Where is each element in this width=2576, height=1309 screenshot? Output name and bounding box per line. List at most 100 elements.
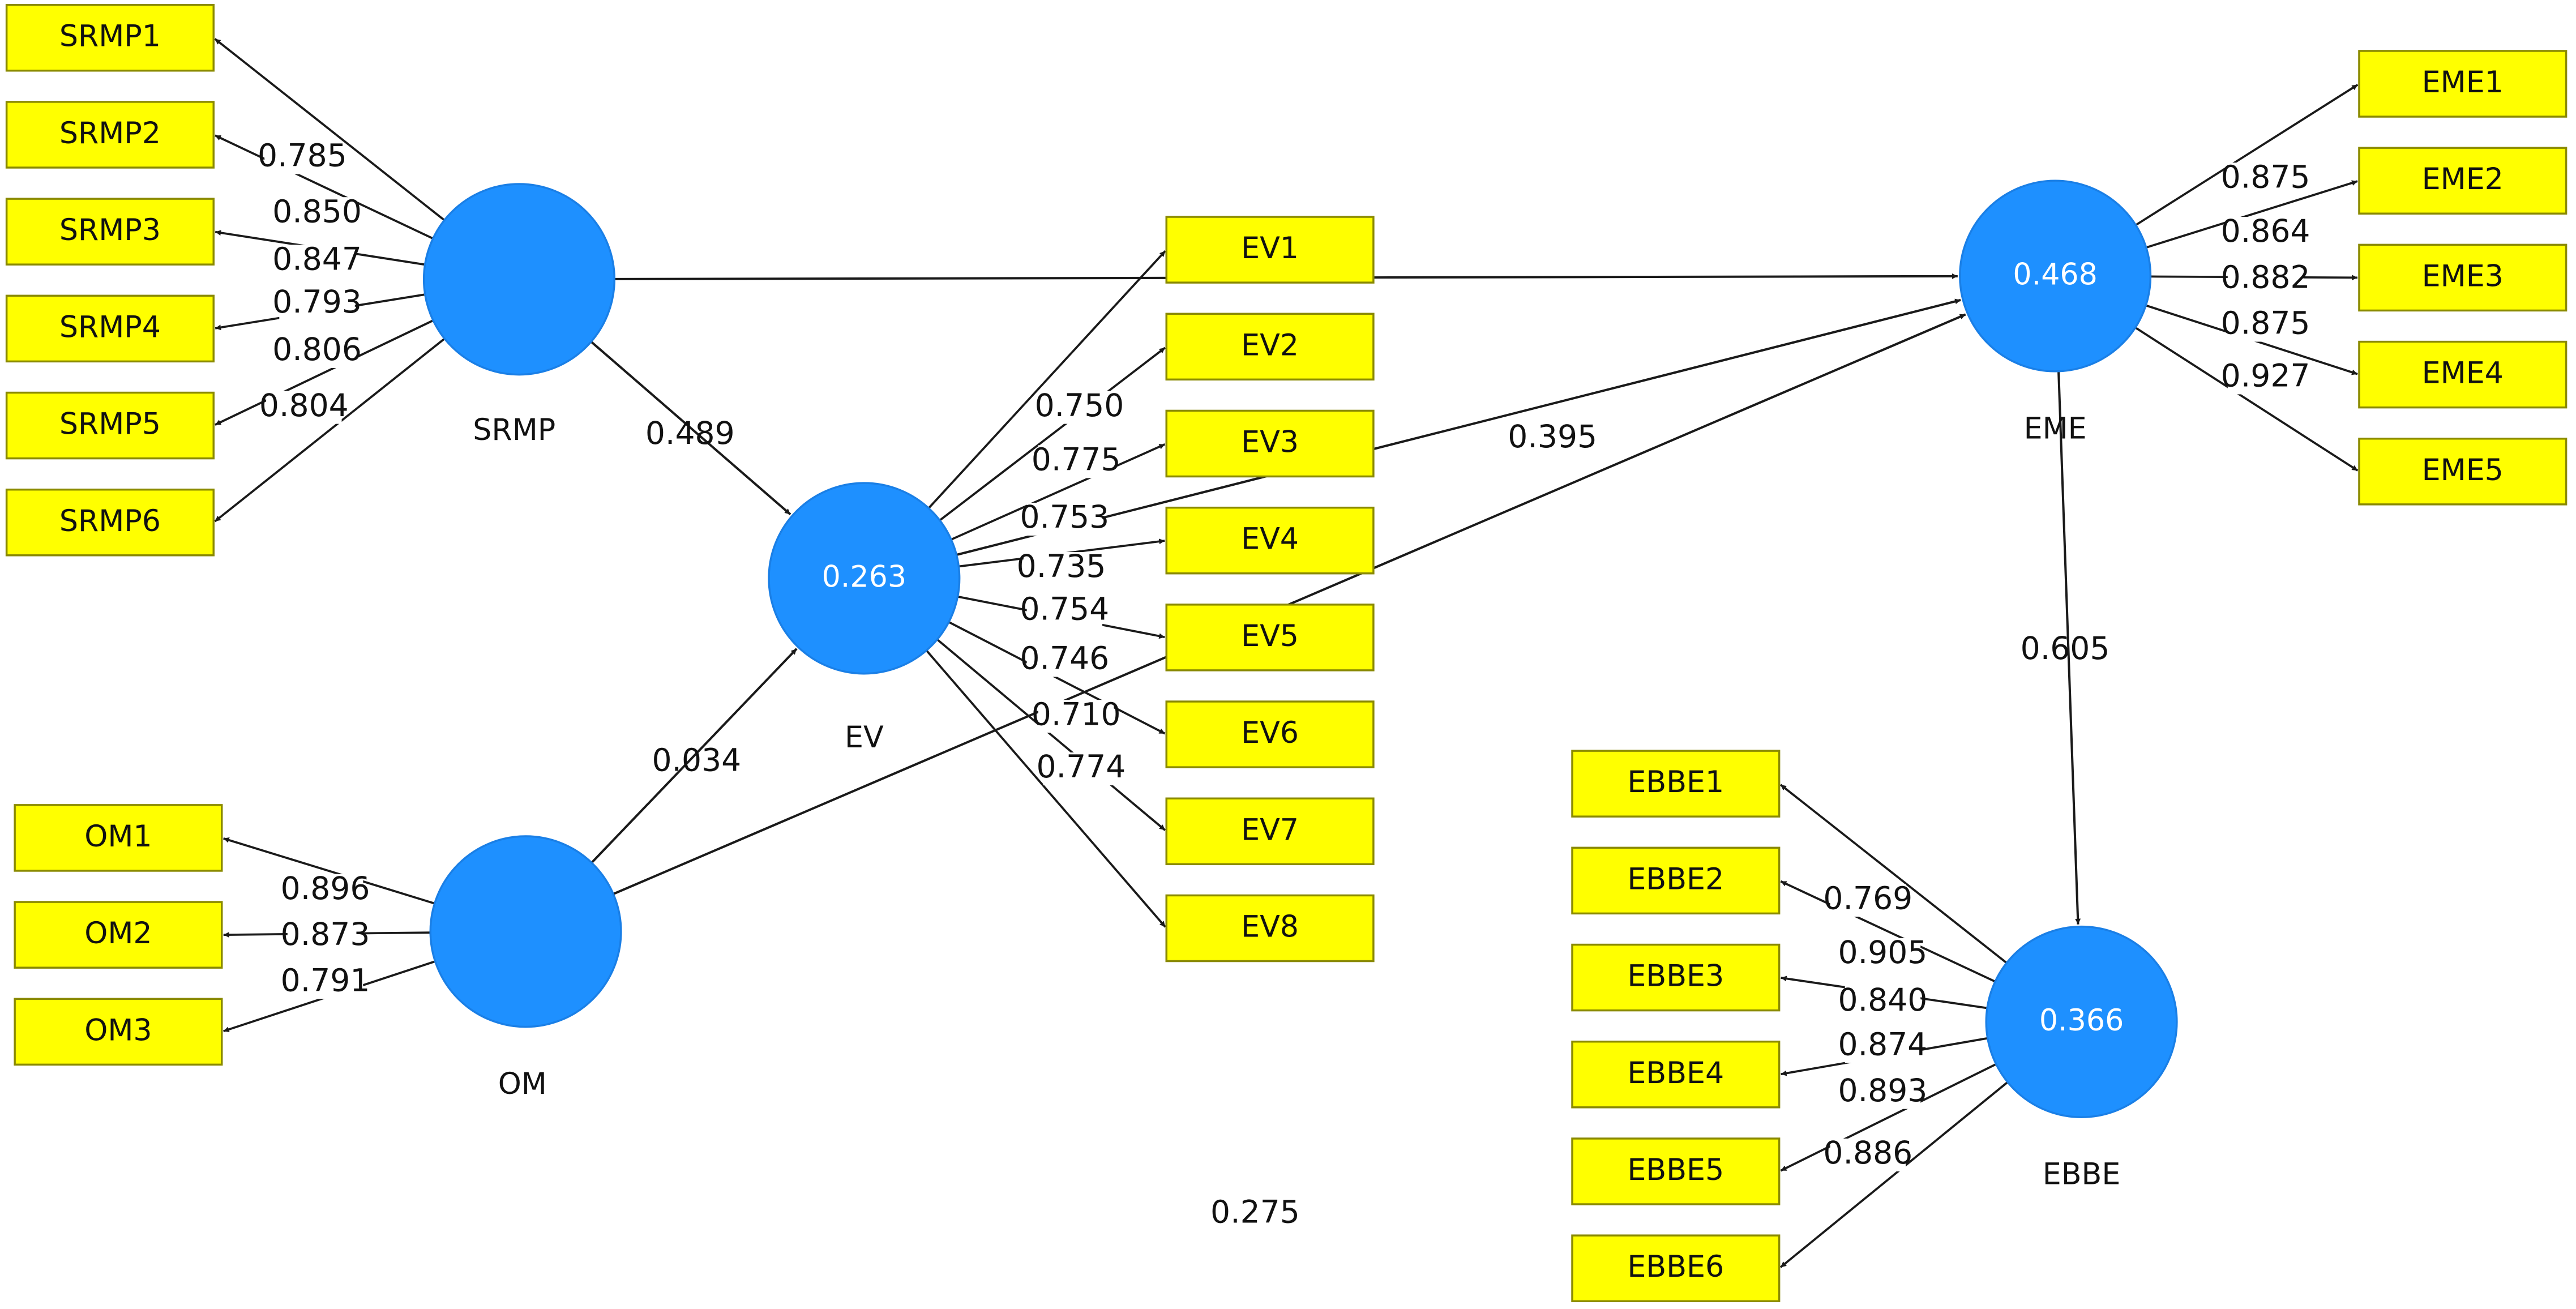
loading-value-srmp2: 0.850	[272, 194, 362, 230]
loading-value-eme5: 0.927	[2221, 358, 2310, 395]
path-srmp-to-ev	[590, 340, 791, 516]
construct-circle-ebbe[interactable]	[1985, 925, 2178, 1118]
indicator-box-srmp2[interactable]	[5, 101, 215, 169]
loading-label-bg	[279, 197, 355, 230]
loading-label-bg	[2227, 217, 2304, 250]
construct-name-ev: EV	[845, 721, 884, 755]
path-coefficient-ev-eme: 0.395	[1508, 419, 1597, 455]
construct-name-om: OM	[498, 1067, 547, 1101]
indicator-label-eme2: EME2	[2422, 162, 2504, 196]
path-om-to-ev	[590, 648, 798, 864]
loading-label-bg	[1041, 391, 1118, 424]
construct-name-eme: EME	[2024, 412, 2087, 446]
construct-name-srmp: SRMP	[473, 413, 555, 447]
loading-value-srmp6: 0.804	[259, 388, 349, 424]
construct-circle-srmp[interactable]	[422, 183, 616, 376]
indicator-box-ev2[interactable]	[1165, 313, 1375, 381]
construct-circle-ev[interactable]	[768, 482, 961, 675]
construct-r2-eme: 0.468	[2013, 258, 2098, 292]
indicator-label-eme1: EME1	[2422, 66, 2504, 100]
path-eme-to-ebbe	[2057, 371, 2081, 925]
indicator-label-ev5: EV5	[1241, 619, 1299, 653]
indicator-label-om3: OM3	[84, 1013, 152, 1047]
loading-label-bg	[2227, 162, 2304, 196]
indicator-label-ebbe2: EBBE2	[1627, 862, 1724, 896]
indicator-label-srmp6: SRMP6	[59, 504, 161, 538]
indicator-label-srmp5: SRMP5	[59, 408, 161, 442]
indicator-box-om1[interactable]	[14, 804, 223, 872]
loading-value-ebbe6: 0.886	[1823, 1135, 1912, 1171]
loading-edge-ebbe2	[1780, 880, 1996, 983]
indicator-box-om3[interactable]	[14, 998, 223, 1066]
indicator-label-ev1: EV1	[1241, 232, 1299, 266]
loading-value-srmp5: 0.806	[272, 332, 362, 368]
loading-value-ebbe1: 0.769	[1823, 880, 1912, 917]
loading-label-bg	[287, 920, 363, 953]
indicator-box-ebbe1[interactable]	[1571, 750, 1781, 818]
loading-label-bg	[279, 335, 355, 368]
loading-value-ev2: 0.750	[1035, 388, 1124, 424]
indicator-box-srmp6[interactable]	[5, 488, 215, 557]
indicator-box-eme3[interactable]	[2358, 243, 2568, 312]
loading-edge-om1	[223, 837, 435, 905]
indicator-box-ev6[interactable]	[1165, 700, 1375, 768]
loading-value-om3: 0.791	[281, 962, 370, 999]
loading-edge-srmp2	[215, 134, 434, 240]
loading-label-bg	[287, 874, 363, 907]
indicator-box-om2[interactable]	[14, 901, 223, 969]
nodes-layer: SRMP1SRMP2SRMP3SRMP4SRMP5SRMP6OM1OM2OM3E…	[5, 3, 2568, 1302]
loading-edge-eme5	[2134, 326, 2359, 472]
indicator-box-eme2[interactable]	[2358, 147, 2568, 215]
loading-label-bg	[279, 245, 355, 278]
indicator-box-ev7[interactable]	[1165, 797, 1375, 866]
construct-r2-ebbe: 0.366	[2039, 1004, 2124, 1038]
indicator-label-srmp3: SRMP3	[59, 213, 161, 247]
indicator-box-ev4[interactable]	[1165, 506, 1375, 575]
indicator-box-srmp1[interactable]	[5, 3, 215, 72]
loading-edge-ebbe5	[1780, 1063, 1997, 1172]
indicator-box-ebbe3[interactable]	[1571, 943, 1781, 1012]
loading-value-ev3: 0.775	[1032, 442, 1121, 478]
indicator-label-ebbe5: EBBE5	[1627, 1153, 1724, 1187]
indicator-label-om2: OM2	[84, 917, 152, 951]
indicator-box-ev3[interactable]	[1165, 409, 1375, 478]
loading-label-bg	[1038, 445, 1114, 478]
loading-value-ebbe4: 0.874	[1838, 1027, 1928, 1063]
indicator-box-eme1[interactable]	[2358, 50, 2568, 118]
path-coefficient-om-eme: 0.275	[1210, 1195, 1300, 1231]
loading-label-bg	[1845, 1076, 1921, 1109]
indicator-box-eme4[interactable]	[2358, 340, 2568, 409]
indicator-label-ev4: EV4	[1241, 523, 1299, 557]
loading-value-om1: 0.896	[281, 871, 370, 907]
loading-label-bg	[1038, 700, 1114, 733]
loading-value-ev7: 0.746	[1020, 641, 1109, 677]
construct-circle-om[interactable]	[429, 835, 622, 1028]
loading-edge-ev8	[925, 649, 1166, 928]
loading-edge-ev6	[948, 621, 1166, 735]
indicator-box-srmp5[interactable]	[5, 391, 215, 460]
indicator-box-srmp3[interactable]	[5, 198, 215, 266]
loading-label-bg	[1023, 552, 1099, 585]
construct-circle-eme[interactable]	[1959, 179, 2152, 373]
indicator-box-ebbe4[interactable]	[1571, 1040, 1781, 1109]
loading-value-ebbe3: 0.840	[1838, 982, 1928, 1019]
loading-edge-srmp5	[215, 319, 434, 426]
indicator-box-srmp4[interactable]	[5, 294, 215, 363]
loading-label-bg	[1830, 884, 1906, 917]
indicator-label-ebbe1: EBBE1	[1627, 765, 1724, 799]
indicator-box-ebbe2[interactable]	[1571, 846, 1781, 915]
construct-name-ebbe: EBBE	[2043, 1158, 2121, 1192]
indicator-label-srmp4: SRMP4	[59, 310, 161, 344]
loading-label-bg	[1845, 1030, 1921, 1063]
indicator-box-ev1[interactable]	[1165, 216, 1375, 284]
indicator-box-ev5[interactable]	[1165, 604, 1375, 671]
indicator-box-ebbe6[interactable]	[1571, 1234, 1781, 1302]
indicator-box-ebbe5[interactable]	[1571, 1137, 1781, 1205]
indicator-label-ebbe3: EBBE3	[1627, 960, 1724, 994]
loading-label-bg	[1845, 938, 1921, 971]
indicator-box-ev8[interactable]	[1165, 894, 1375, 962]
indicator-label-ev3: EV3	[1241, 425, 1299, 459]
loading-value-ev5: 0.735	[1017, 549, 1106, 585]
indicator-box-eme5[interactable]	[2358, 438, 2568, 506]
